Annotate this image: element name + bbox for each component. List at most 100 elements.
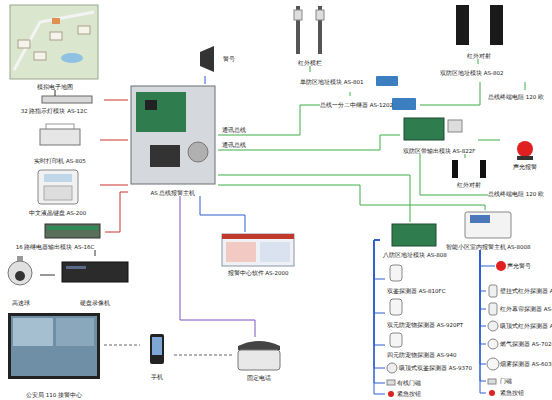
dome-camera xyxy=(8,261,32,285)
device-label: 声光警号 xyxy=(507,263,531,269)
wire xyxy=(218,135,400,150)
device-node: 警号 xyxy=(197,42,242,76)
wire-group xyxy=(40,59,525,394)
device-node: 手机 xyxy=(140,332,174,380)
device-label: 吸顶式双鉴探测器 AS-9370 xyxy=(399,365,472,371)
sounder xyxy=(496,261,506,271)
wire xyxy=(420,82,480,105)
host-chip xyxy=(145,100,157,110)
device-node: 模拟电子地图 xyxy=(5,2,105,90)
wire xyxy=(350,92,351,96)
device-label: 模拟电子地图 xyxy=(37,84,73,90)
wire xyxy=(480,250,486,344)
video-cell xyxy=(13,318,53,346)
wire xyxy=(420,154,488,195)
door-contact xyxy=(387,380,395,385)
device-label: 红外对射 xyxy=(467,53,491,59)
device-node: AS 总线报警主机 xyxy=(128,84,218,196)
map-pond xyxy=(61,53,83,63)
map-building xyxy=(78,26,90,34)
device-label: 四元防宠物探测器 AS-940 xyxy=(387,352,456,358)
map-building xyxy=(34,52,46,60)
beam-detector xyxy=(452,160,458,178)
keypad-body xyxy=(38,170,78,204)
software-panel xyxy=(260,242,290,262)
device-label: 双元防宠物探测器 AS-920PT xyxy=(387,322,463,328)
device-node: 门磁 xyxy=(486,376,526,387)
device-label: 红外横栏 xyxy=(298,60,322,66)
panic-button xyxy=(489,390,495,396)
detector-icon xyxy=(390,299,402,315)
circuit-board xyxy=(392,224,436,246)
device-label: 紧急按钮 xyxy=(500,390,524,396)
software-window xyxy=(222,234,294,266)
device-node: 报警中心软件 AS-2000 xyxy=(218,232,298,276)
device-node: 壁挂式红外探测器 AS-810 xyxy=(486,282,552,300)
detector-icon xyxy=(489,285,497,297)
siren-horn xyxy=(200,46,214,72)
wire xyxy=(525,82,526,90)
device-label: 总线终端电阻 120 欧 xyxy=(488,94,544,100)
wire xyxy=(100,140,128,141)
handset xyxy=(238,341,280,350)
map-building xyxy=(50,32,62,40)
bus-label: 通讯总线 xyxy=(222,142,246,148)
device-label: 吸顶式红外探测器 AS-936 xyxy=(500,323,552,329)
host-cabinet xyxy=(131,86,215,184)
door-contact xyxy=(488,379,496,384)
device-node: 双元防宠物探测器 AS-920PT xyxy=(385,298,451,328)
device-label: 总线终端电阻 120 欧 xyxy=(488,191,544,197)
address-module xyxy=(376,76,398,86)
detector-icon xyxy=(390,265,402,281)
device-label: 硬盘录像机 xyxy=(80,300,110,306)
bus-label: 通讯总线 xyxy=(222,127,246,133)
device-node: 总线一分二中继器 AS-1202 xyxy=(320,96,420,114)
device-node: 总线终端电阻 120 欧 xyxy=(488,90,552,104)
relay-module xyxy=(45,224,100,238)
wire xyxy=(205,76,206,84)
beam-head xyxy=(294,10,302,20)
camera-lens xyxy=(15,271,25,281)
wire xyxy=(374,240,385,368)
smoke-detector xyxy=(487,358,499,370)
software-header xyxy=(222,234,294,239)
wire xyxy=(478,59,479,64)
device-node: 双防区地址模块 AS-802 xyxy=(440,64,540,82)
device-label: 有线门磁 xyxy=(397,380,421,386)
device-node: 实时打印机 AS-805 xyxy=(20,122,100,164)
device-label: 固定电话 xyxy=(247,375,271,381)
device-node: 16 路继电器输出模块 AS-16C xyxy=(5,222,105,250)
wire xyxy=(480,250,486,364)
printer-body xyxy=(40,129,80,145)
map-sheet xyxy=(10,5,98,79)
device-label: 高速球 xyxy=(12,300,30,306)
device-node: 四元防宠物探测器 AS-940 xyxy=(385,332,447,358)
device-node: 烟雾探测器 AS-603PC xyxy=(486,354,552,374)
phone-screen xyxy=(152,337,162,355)
device-label: 16 路继电器输出模块 AS-16C xyxy=(16,244,95,250)
wire xyxy=(105,192,128,232)
wire xyxy=(200,196,245,232)
device-node: 有线门磁 xyxy=(385,378,425,388)
video-cell xyxy=(56,318,94,346)
device-node: 32 路指示灯模块 AS-12C xyxy=(4,96,104,114)
device-label: 燃气探测器 AS-702L xyxy=(500,341,552,347)
device-label: 双鉴探测器 AS-810FC xyxy=(387,288,446,294)
device-label: 实时打印机 AS-805 xyxy=(34,158,85,164)
device-label: 红外幕帘探测器 AS-912 xyxy=(500,306,552,312)
device-label: 八防区地址模块 AS-808 xyxy=(383,252,446,258)
device-node: 总线终端电阻 120 欧 xyxy=(488,188,552,200)
device-label: 紧急按钮 xyxy=(397,391,421,397)
wire xyxy=(104,345,140,346)
device-label: 壁挂式红外探测器 AS-810 xyxy=(500,288,552,294)
mobile-phone xyxy=(150,334,164,364)
device-node: 智能小区室内报警主机 AS-8008 xyxy=(448,210,528,250)
map-roof xyxy=(52,18,60,24)
host-transformer xyxy=(188,142,208,162)
wire xyxy=(478,140,500,141)
device-node: 高速球 xyxy=(2,254,40,306)
device-label: 报警中心软件 AS-2000 xyxy=(228,270,289,276)
beam-head xyxy=(316,10,324,20)
device-label: 双防区地址模块 AS-802 xyxy=(440,70,503,76)
dvr-box xyxy=(62,262,128,282)
